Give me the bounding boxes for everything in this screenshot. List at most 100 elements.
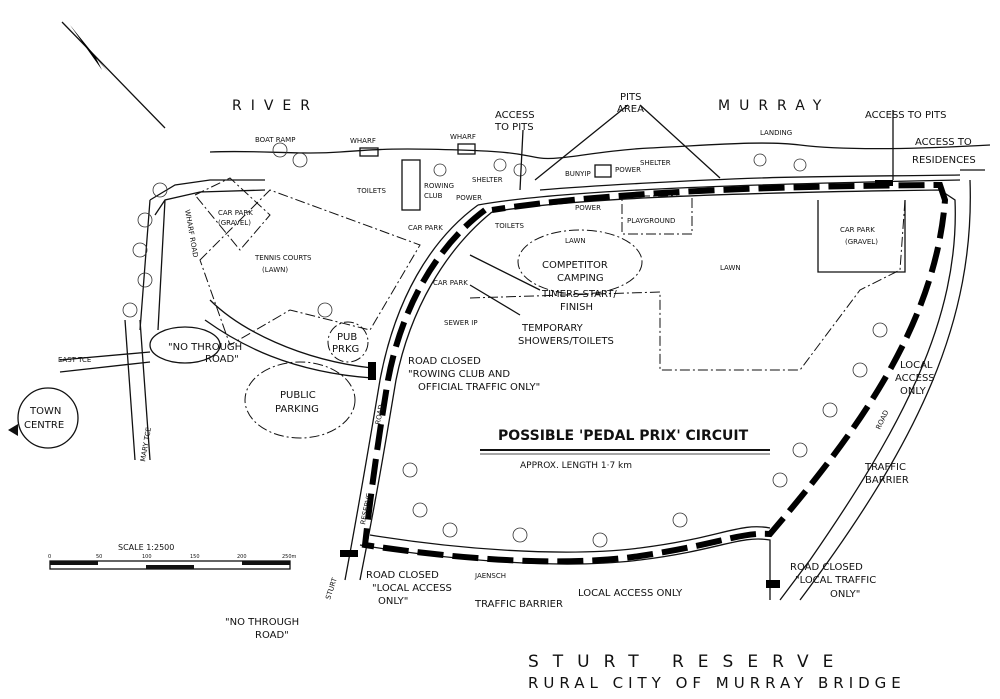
local-access-label: ONLY <box>900 386 927 397</box>
scale-label: SCALE 1:2500 <box>118 543 174 552</box>
road-closed-label: "LOCAL ACCESS <box>372 583 452 594</box>
landing-label: LANDING <box>760 129 792 137</box>
traffic-barrier-label: TRAFFIC <box>864 462 906 473</box>
town-centre-label: CENTRE <box>24 420 64 431</box>
timers-label: FINISH <box>560 302 593 313</box>
road-closed-label: ONLY" <box>378 596 408 607</box>
public-parking-area <box>244 361 356 439</box>
barriers <box>340 180 893 588</box>
power-label: POWER <box>615 166 641 174</box>
car-park-label: (GRAVEL) <box>845 238 878 246</box>
road-closed-label: ROAD CLOSED <box>790 562 863 573</box>
scale-tick: 150 <box>190 554 200 560</box>
wharf-road-label: WHARF ROAD <box>183 209 199 258</box>
tennis-courts-label: TENNIS COURTS <box>254 254 312 262</box>
access-to-pits-label: ACCESS <box>495 110 535 121</box>
no-through-road-label: "NO THROUGH <box>168 342 242 353</box>
power-label: POWER <box>456 194 482 202</box>
scale-tick: 200 <box>237 554 247 560</box>
lawn-label: LAWN <box>720 264 741 272</box>
pub-parking-label: PUB <box>337 332 357 343</box>
scale-tick: 50 <box>96 554 102 560</box>
road-closed-label: ONLY" <box>830 589 860 600</box>
competitor-camping-label: COMPETITOR <box>542 260 608 271</box>
competitor-camping-label: CAMPING <box>557 273 604 284</box>
tennis-courts-label: (LAWN) <box>262 266 288 274</box>
town-centre-label: TOWN <box>29 406 61 417</box>
public-parking-label: PARKING <box>275 404 319 415</box>
trees <box>122 142 888 548</box>
local-access-label: LOCAL <box>900 360 933 371</box>
toilets-label: TOILETS <box>356 187 386 195</box>
public-parking-label: PUBLIC <box>280 390 316 401</box>
scale-tick: 100 <box>142 554 152 560</box>
river-bank <box>209 142 991 160</box>
wharf-label: WHARF <box>350 137 376 145</box>
scale-tick: 0 <box>48 554 51 560</box>
car-park-label: (GRAVEL) <box>218 219 251 227</box>
timers-label: TIMERS START/ <box>541 289 617 300</box>
pedal-prix-circuit <box>361 181 949 565</box>
no-through-road-label: ROAD" <box>205 354 239 365</box>
boat-ramp-label: BOAT RAMP <box>255 136 295 144</box>
rowing-club-label: CLUB <box>424 192 443 200</box>
road-closed-label: ROAD CLOSED <box>366 570 439 581</box>
pits-area-label: AREA <box>617 104 644 115</box>
pub-parking-area <box>327 321 369 363</box>
road-closed-label: "LOCAL TRAFFIC <box>795 575 876 586</box>
competitor-camping-area <box>517 229 643 295</box>
power-label: POWER <box>575 204 601 212</box>
pits-area-label: PITS <box>620 92 641 103</box>
mary-tce-label: MARY TCE <box>139 427 153 463</box>
wharf-label: WHARF <box>450 133 476 141</box>
access-to-residences-label: RESIDENCES <box>912 155 976 166</box>
bunyip-label: BUNYIP <box>565 170 591 178</box>
access-to-pits-label: ACCESS TO PITS <box>865 110 946 121</box>
traffic-barrier-label: TRAFFIC BARRIER <box>474 599 563 610</box>
road-label: ROAD <box>374 404 385 426</box>
scale-tick: 250m <box>282 554 297 560</box>
east-tce-label: EAST TCE <box>58 356 91 364</box>
no-through-road-label: "NO THROUGH <box>225 617 299 628</box>
road-label: ROAD <box>875 409 891 431</box>
murray-label: MURRAY <box>718 98 830 114</box>
local-access-label: LOCAL ACCESS ONLY <box>578 588 683 599</box>
road-closed-label: OFFICIAL TRAFFIC ONLY" <box>418 382 540 393</box>
jaensch-road-label: JAENSCH <box>474 572 506 580</box>
town-centre-marker <box>8 387 79 449</box>
no-through-road-label: ROAD" <box>255 630 289 641</box>
river-label: RIVER <box>232 98 319 114</box>
map-subtitle: RURAL CITY OF MURRAY BRIDGE <box>528 674 906 692</box>
access-to-residences-label: ACCESS TO <box>915 137 972 148</box>
rowing-club-label: ROWING <box>424 182 454 190</box>
circuit-title: POSSIBLE 'PEDAL PRIX' CIRCUIT <box>498 428 749 444</box>
car-park-label: CAR PARK <box>218 209 253 217</box>
rowing-club-building <box>401 159 421 211</box>
wharf-1 <box>359 147 379 157</box>
road-closed-label: ROAD CLOSED <box>408 356 481 367</box>
reserve-road <box>344 204 493 581</box>
sturt-label: STURT <box>324 576 339 601</box>
traffic-barrier-label: BARRIER <box>865 475 909 486</box>
showers-label: TEMPORARY <box>521 323 584 334</box>
showers-label: SHOWERS/TOILETS <box>518 336 614 347</box>
wharf-2 <box>457 143 476 155</box>
bunyip-shelter <box>594 164 612 178</box>
shelter-label: SHELTER <box>472 176 503 184</box>
shelter-label: SHELTER <box>640 159 671 167</box>
car-park-label: CAR PARK <box>840 226 875 234</box>
car-park-label: CAR PARK <box>433 279 468 287</box>
map-title: STURT RESERVE <box>528 652 847 672</box>
lawn-label: LAWN <box>565 237 586 245</box>
access-to-pits-label: TO PITS <box>494 122 534 133</box>
sewer-label: SEWER IP <box>444 319 478 327</box>
playground-label: PLAYGROUND <box>627 217 675 225</box>
local-access-label: ACCESS <box>895 373 935 384</box>
car-park-label: CAR PARK <box>408 224 443 232</box>
wharf-road <box>139 179 266 331</box>
pub-parking-label: PRKG <box>332 344 359 355</box>
road-closed-label: "ROWING CLUB AND <box>408 369 510 380</box>
toilets-label: TOILETS <box>494 222 524 230</box>
